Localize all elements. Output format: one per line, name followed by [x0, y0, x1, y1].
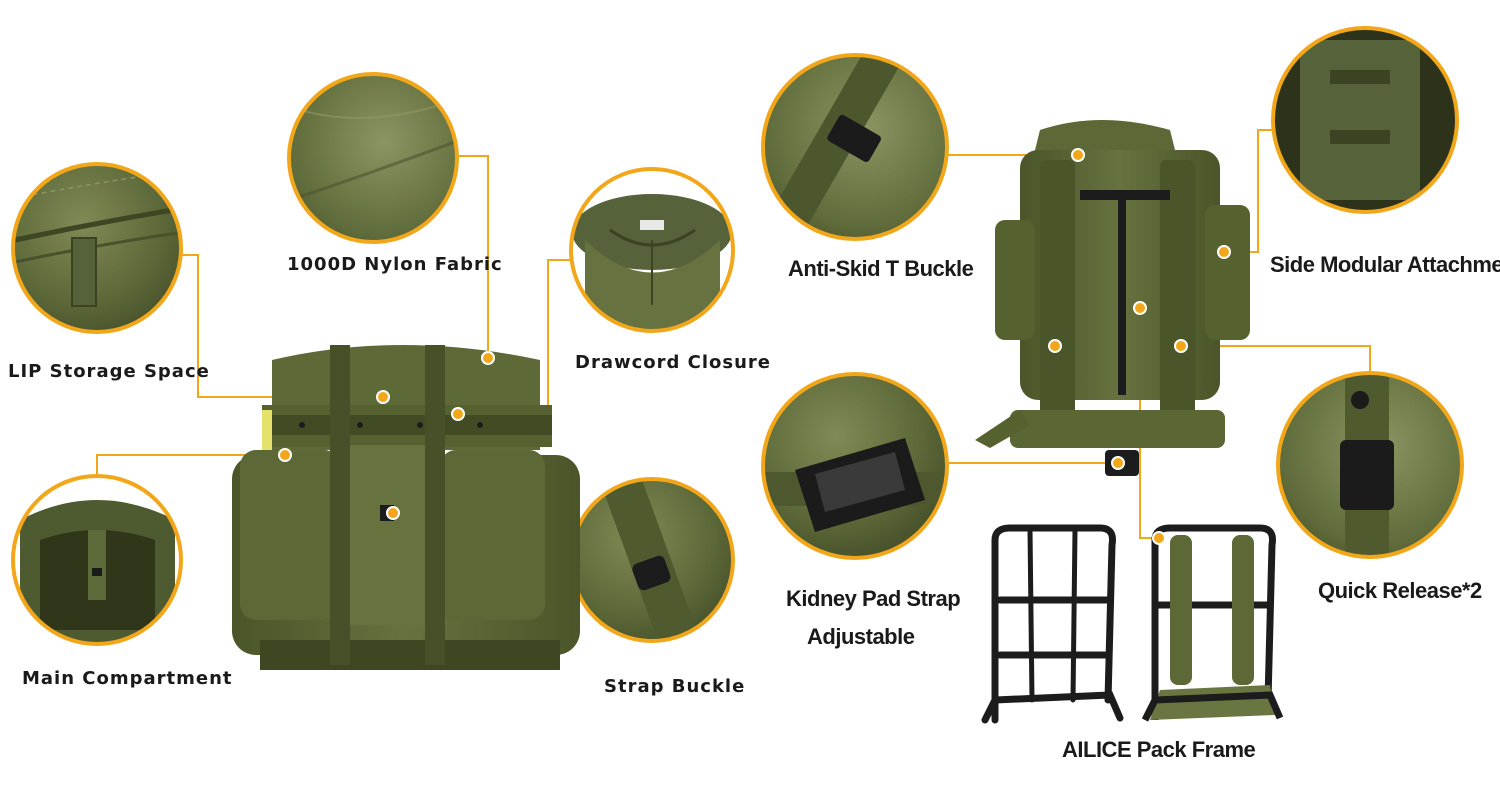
detail-circle-main-compartment [11, 474, 183, 646]
detail-circle-drawcord [569, 167, 735, 333]
detail-circle-quick-release [1276, 371, 1464, 559]
label-strap-buckle: Strap Buckle [604, 676, 746, 697]
label-kidney-pad-adjustable: Adjustable [807, 624, 915, 649]
label-kidney-pad-strap: Kidney Pad Strap [786, 586, 961, 611]
detail-circle-side-modular [1271, 26, 1459, 214]
leader-nylon-fabric [457, 155, 489, 358]
connector-dots [278, 148, 1231, 545]
label-side-modular-attachment: Side Modular Attachment [1270, 252, 1500, 277]
label-pack-frame: AILICE Pack Frame [1062, 737, 1256, 762]
detail-circle-strap-buckle [569, 477, 735, 643]
backpack-front-image [232, 345, 580, 670]
detail-circle-lip-storage [11, 162, 183, 334]
leader-quick-release [1181, 345, 1371, 373]
label-anti-skid-t-buckle: Anti-Skid T Buckle [788, 256, 974, 281]
leader-main-compartment [96, 454, 285, 476]
detail-circle-anti-skid [761, 53, 949, 241]
label-drawcord-closure: Drawcord Closure [575, 352, 772, 373]
detail-circle-nylon-fabric [287, 72, 459, 244]
label-nylon-fabric: 1000D Nylon Fabric [287, 254, 503, 275]
label-main-compartment: Main Compartment [22, 668, 233, 689]
detail-circle-kidney-pad [761, 372, 949, 560]
backpack-back-image [975, 120, 1250, 476]
label-quick-release: Quick Release*2 [1318, 578, 1482, 603]
pack-frame-with-straps-image [1141, 524, 1284, 722]
label-lip-storage: LIP Storage Space [8, 361, 210, 382]
pack-frame-image [981, 524, 1124, 724]
